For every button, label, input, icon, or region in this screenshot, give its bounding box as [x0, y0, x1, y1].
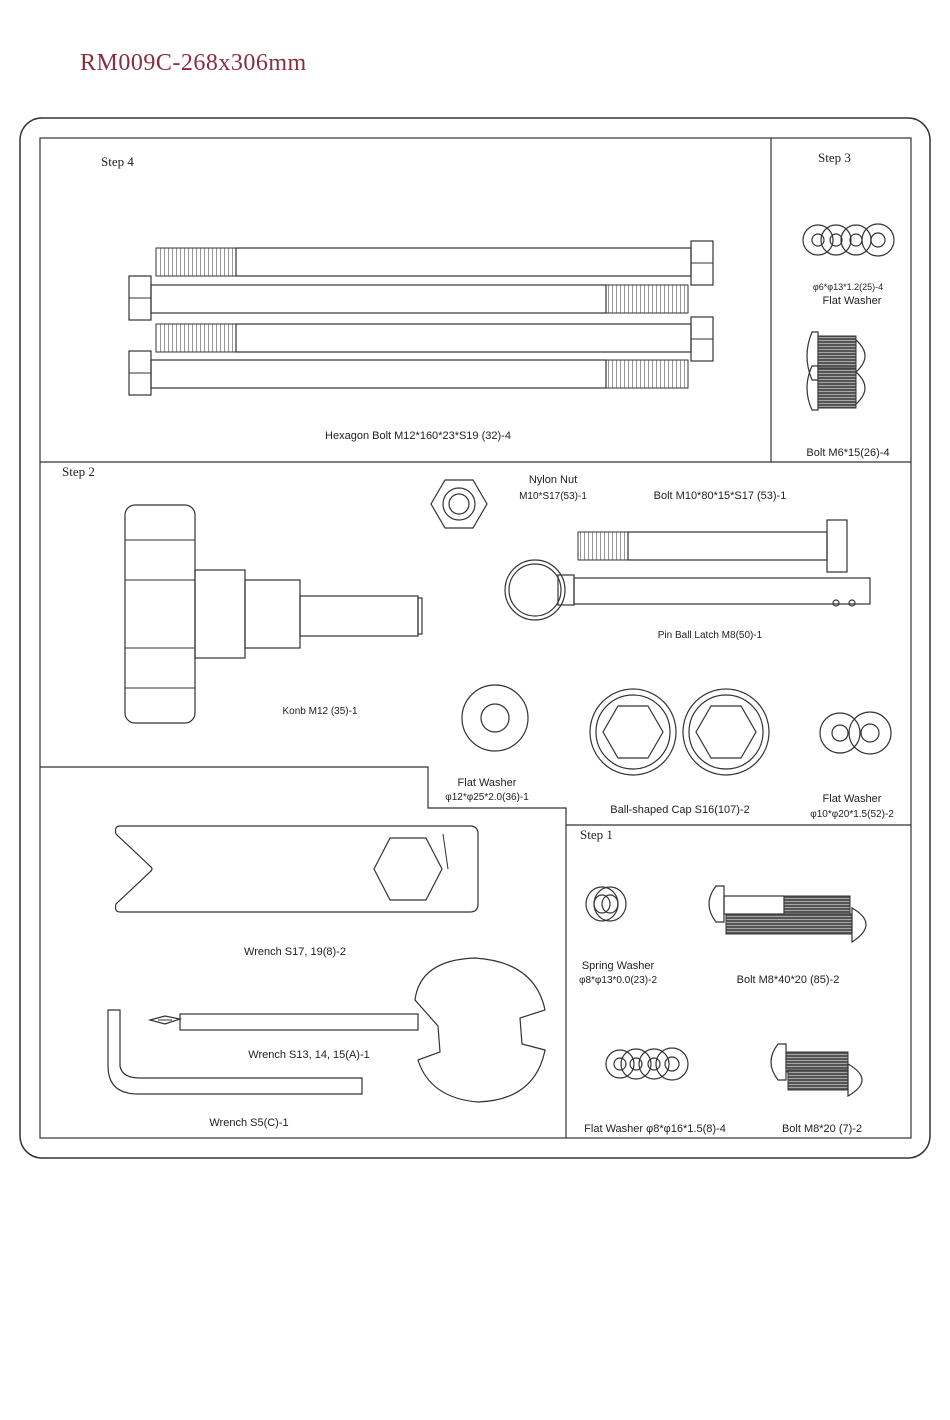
- bolt-m8-40-label: Bolt M8*40*20 (85)-2: [736, 974, 840, 986]
- inner-panel: [39, 137, 912, 1139]
- nylon-nut-size: M10*S17(53)-1: [519, 491, 587, 502]
- knob: [124, 504, 423, 724]
- bolt-m10-label: Bolt M10*80*15*S17 (53)-1: [653, 490, 787, 502]
- bolt-m8-20-label: Bolt M8*20 (7)-2: [781, 1123, 863, 1135]
- pin-ball-latch: [504, 559, 871, 621]
- bolt-m10: [577, 519, 848, 573]
- wrench-multi-socket: [147, 957, 546, 1103]
- page-title: RM009C-268x306mm: [80, 50, 307, 76]
- wrench-17-19-label: Wrench S17, 19(8)-2: [244, 946, 346, 958]
- nylon-nut-name: Nylon Nut: [528, 474, 578, 486]
- flat-washer-12: [461, 684, 529, 752]
- step-2-label: Step 2: [62, 464, 95, 479]
- bolts-m8-40: [708, 885, 867, 944]
- flat-washer-12-name: Flat Washer: [457, 777, 517, 789]
- flat-washer-m6-size: φ6*φ13*1.2(25)-4: [812, 282, 884, 292]
- flat-washer-m8-label: Flat Washer φ8*φ16*1.5(8)-4: [584, 1123, 726, 1135]
- wrench-hex-key: [107, 1009, 363, 1095]
- flat-washers-10: [819, 711, 892, 755]
- flat-washer-10-size: φ10*φ20*1.5(52)-2: [810, 809, 894, 820]
- bolts-m8-20: [770, 1043, 863, 1098]
- flat-washers-m8: [605, 1047, 689, 1081]
- step-3-label: Step 3: [818, 150, 851, 165]
- ball-shaped-caps: [589, 688, 770, 776]
- bolt-m6-label: Bolt M6*15(26)-4: [806, 447, 890, 459]
- knob-label: Konb M12 (35)-1: [282, 706, 358, 717]
- spring-washer-size: φ8*φ13*0.0(23)-2: [578, 975, 658, 986]
- flat-washer-12-size: φ12*φ25*2.0(36)-1: [445, 792, 529, 803]
- bolts-m6: [806, 331, 866, 411]
- spring-washers: [585, 886, 627, 922]
- hexagon-bolt-label: Hexagon Bolt M12*160*23*S19 (32)-4: [325, 430, 511, 442]
- divider-wrench-area: [40, 766, 911, 826]
- hexagon-bolts: [128, 240, 714, 396]
- wrench-open-ring: [114, 825, 479, 913]
- flat-washers-m6: [802, 223, 895, 257]
- ball-cap-label: Ball-shaped Cap S16(107)-2: [610, 804, 750, 816]
- nylon-nut: [430, 479, 488, 529]
- flat-washer-m6-name: Flat Washer: [822, 295, 882, 307]
- step-4-label: Step 4: [101, 154, 134, 169]
- wrench-s5-label: Wrench S5(C)-1: [209, 1117, 289, 1129]
- spring-washer-name: Spring Washer: [581, 960, 655, 972]
- step-1-label: Step 1: [580, 827, 613, 842]
- flat-washer-10-name: Flat Washer: [822, 793, 882, 805]
- wrench-13-15-label: Wrench S13, 14, 15(A)-1: [248, 1049, 370, 1061]
- outer-frame: [19, 117, 931, 1159]
- pin-ball-latch-label: Pin Ball Latch M8(50)-1: [657, 630, 763, 641]
